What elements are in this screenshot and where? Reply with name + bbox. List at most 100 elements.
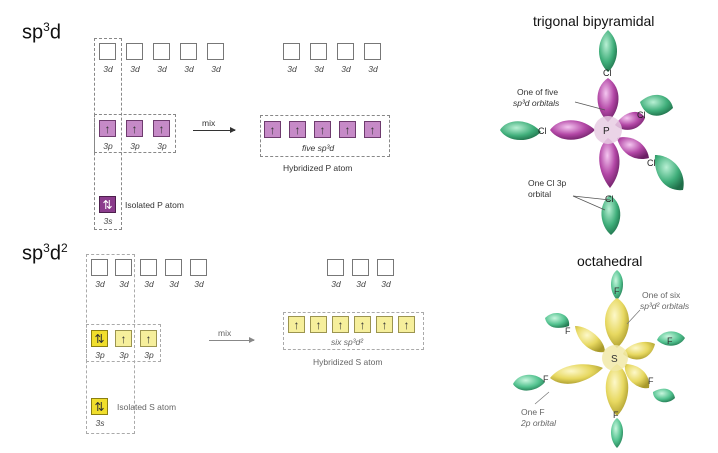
green-lobe	[598, 30, 618, 72]
hybridized-s-atom-label: Hybridized S atom	[313, 357, 383, 367]
yellow-lobe	[623, 341, 655, 360]
isolated-p-3s-box: ⇅	[99, 196, 116, 213]
green-lobe	[654, 155, 684, 191]
octahedral-model: S F F F F F F	[513, 270, 685, 448]
ligand-label: Cl	[605, 194, 614, 204]
hybridized-p-box: ↑	[339, 121, 356, 138]
isolated-s-3d-box	[115, 259, 132, 276]
hybridized-p-box: ↑	[364, 121, 381, 138]
hybridized-s-3d-box	[327, 259, 344, 276]
isolated-p-3p-box: ↑	[153, 120, 170, 137]
orbital-label: 3p	[95, 350, 105, 360]
mix-label: mix	[218, 328, 232, 338]
orbital-label: 3d	[194, 279, 204, 289]
ligand-label: F	[565, 326, 571, 336]
callout-one-cl-3p: One Cl 3p	[528, 178, 567, 188]
mix-arrow	[193, 127, 236, 133]
isolated-p-3d-box	[180, 43, 197, 60]
hybridized-s-outline	[283, 312, 424, 350]
isolated-s-3d-box	[190, 259, 207, 276]
hybridized-s-box: ↑	[310, 316, 327, 333]
yellow-lobe	[605, 298, 629, 348]
mix-arrow	[209, 337, 255, 343]
callout-one-of-five: One of five	[517, 87, 559, 97]
purple-lobe	[617, 137, 649, 160]
purple-lobe	[599, 138, 620, 188]
green-lobe	[513, 374, 545, 391]
orbital-label: 3p	[103, 141, 113, 151]
isolated-p-3d-box	[126, 43, 143, 60]
hybridized-p-3d-box	[310, 43, 327, 60]
isolated-s-3p-box: ↑	[115, 330, 132, 347]
orbital-label: 3p	[157, 141, 167, 151]
orbital-label: 3d	[119, 279, 129, 289]
ligand-label: F	[648, 376, 654, 386]
yellow-lobe	[624, 364, 650, 389]
hybridized-p-box: ↑	[289, 121, 306, 138]
orbital-label: 3d	[95, 279, 105, 289]
orbital-label: 3d	[157, 64, 167, 74]
sp3d2-title: sp3d2	[22, 241, 68, 265]
isolated-s-3p-outline	[86, 324, 161, 362]
green-lobe	[653, 388, 675, 403]
hybridized-s-3d-box	[352, 259, 369, 276]
hybridized-s-box: ↑	[354, 316, 371, 333]
ligand-label: F	[614, 286, 620, 296]
isolated-p-3d-box	[207, 43, 224, 60]
orbital-label: 3p	[144, 350, 154, 360]
ligand-label: Cl	[647, 158, 656, 168]
isolated-p-3p-box: ↑	[99, 120, 116, 137]
yellow-lobe	[575, 326, 605, 353]
octahedral-title: octahedral	[577, 253, 643, 269]
purple-lobe	[597, 78, 619, 122]
orbital-label: 3s	[95, 418, 105, 428]
callout-sp3d2-orbitals: sp³d² orbitals	[640, 301, 690, 311]
yellow-lobe	[550, 364, 603, 384]
orbital-label: 3d	[103, 64, 113, 74]
hybridized-p-box: ↑	[314, 121, 331, 138]
isolated-p-3d-box	[99, 43, 116, 60]
ligand-label: F	[667, 336, 673, 346]
green-lobe	[657, 331, 685, 346]
green-lobe	[601, 195, 621, 235]
green-lobe	[611, 270, 623, 300]
orbital-label: 3d	[130, 64, 140, 74]
hybridized-p-3d-box	[364, 43, 381, 60]
orbital-label: 3p	[119, 350, 129, 360]
hybridized-p-3d-box	[337, 43, 354, 60]
hybridized-s-box: ↑	[398, 316, 415, 333]
isolated-p-atom-label: Isolated P atom	[125, 200, 184, 210]
five-sp3d-label: five sp³d	[302, 143, 335, 153]
orbital-label: 3d	[331, 279, 341, 289]
orbital-label: 3d	[314, 64, 324, 74]
center-atom-label: P	[603, 126, 610, 137]
isolated-s-3d-box	[91, 259, 108, 276]
callout-orbital: orbital	[528, 189, 552, 199]
hybridized-p-box: ↑	[264, 121, 281, 138]
orbital-label: 3d	[169, 279, 179, 289]
isolated-s-3d-box	[165, 259, 182, 276]
isolated-p-3p-box: ↑	[126, 120, 143, 137]
callout-one-of-six: One of six	[642, 290, 681, 300]
hybridized-p-outline	[260, 115, 390, 157]
center-p-atom	[594, 116, 622, 144]
hybridized-s-box: ↑	[288, 316, 305, 333]
hybridized-s-box: ↑	[376, 316, 393, 333]
isolated-s-3p-box: ⇅	[91, 330, 108, 347]
orbital-label: 3d	[144, 279, 154, 289]
orbital-label: 3d	[287, 64, 297, 74]
center-atom-label: S	[611, 354, 618, 365]
green-lobe	[611, 418, 623, 448]
callout-2p-orbital: 2p orbital	[521, 418, 556, 428]
ligand-label: Cl	[603, 68, 612, 78]
isolated-p-3p-outline	[94, 114, 176, 153]
sp3d-title: sp3d	[22, 20, 61, 44]
hybridized-p-3d-box	[283, 43, 300, 60]
ligand-label: F	[613, 410, 619, 420]
trigonal-bipyramidal-model: P Cl Cl Cl Cl Cl	[500, 30, 684, 235]
trigonal-bipyramidal-title: trigonal bipyramidal	[533, 13, 655, 29]
purple-lobe	[615, 111, 645, 130]
ligand-label: Cl	[538, 126, 547, 136]
isolated-p-3d-box	[153, 43, 170, 60]
callout-one-f: One F	[521, 407, 545, 417]
